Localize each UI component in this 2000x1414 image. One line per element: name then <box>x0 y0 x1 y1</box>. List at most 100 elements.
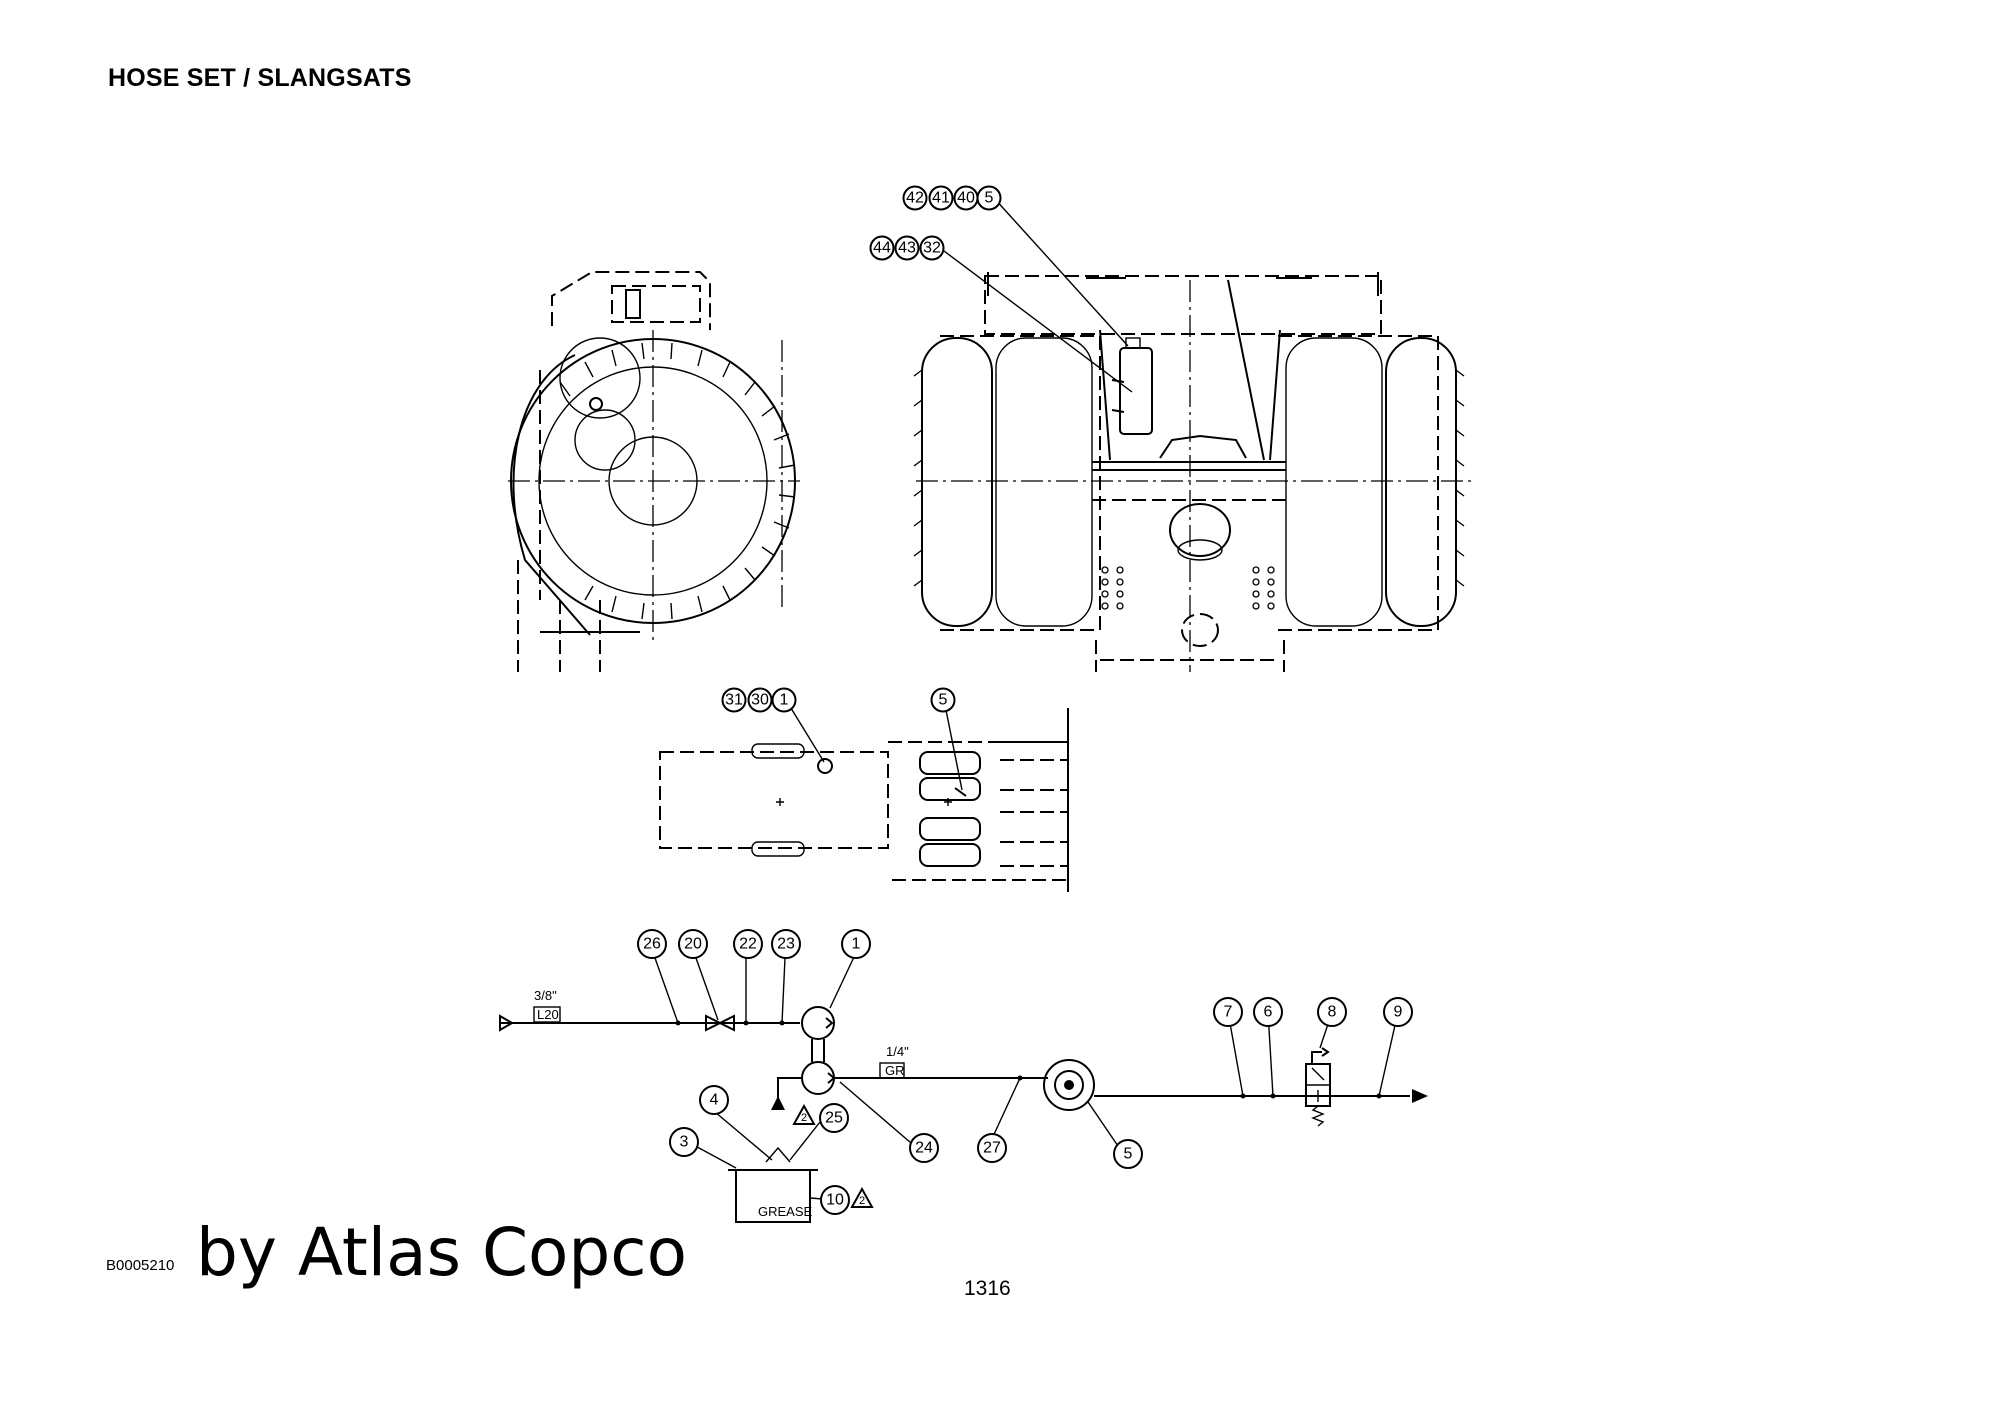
rear-tow-eye <box>1181 613 1219 647</box>
rear-top-beam <box>984 275 1382 335</box>
hose-reel-center <box>1064 1080 1074 1090</box>
control-valve-spring <box>1311 1105 1325 1127</box>
svg-text:30: 30 <box>751 692 769 709</box>
callout-22: 22 <box>733 929 763 959</box>
callout-31: 31 <box>721 687 747 713</box>
watermark-text: by Atlas Copco <box>196 1214 687 1291</box>
side-hose-reel-box <box>611 285 701 323</box>
rear-tread-marks <box>913 369 1465 587</box>
callout-30: 30 <box>747 687 773 713</box>
side-centerlines <box>508 330 800 640</box>
side-reel-bracket <box>625 289 641 319</box>
grease-tank <box>735 1170 811 1223</box>
side-drum-upper <box>559 337 641 419</box>
svg-text:6: 6 <box>1264 1004 1273 1021</box>
rear-hose-reel <box>1119 347 1153 435</box>
rear-view <box>913 272 1474 672</box>
top-boom-sections <box>994 741 1068 867</box>
top-wheel-fl1 <box>919 751 981 775</box>
callout-43: 43 <box>894 235 920 261</box>
top-wheel-fr2 <box>919 843 981 867</box>
svg-text:44: 44 <box>873 240 891 257</box>
hose-reel-inner <box>1054 1070 1084 1100</box>
callout-9: 9 <box>1383 997 1413 1027</box>
shutoff-valve <box>705 1014 735 1032</box>
hydraulic-schematic: 3/8" L20 1/4" GR <box>499 988 1428 1223</box>
top-wheel-fr1 <box>919 817 981 841</box>
pump-lower <box>801 1061 835 1095</box>
rear-tire-right-outer <box>1385 337 1457 627</box>
svg-text:8: 8 <box>1328 1004 1337 1021</box>
svg-text:31: 31 <box>725 692 743 709</box>
grease-tank-label: GREASE <box>758 1204 813 1219</box>
inlet-pipe-code: L20 <box>537 1007 559 1022</box>
rear-callouts: 42 41 40 5 44 43 32 <box>869 185 1133 393</box>
rear-right-fender <box>1278 335 1439 631</box>
side-view <box>508 271 800 672</box>
svg-text:5: 5 <box>939 692 948 709</box>
callout-23: 23 <box>771 929 801 959</box>
warning-triangle-10: 2 <box>850 1186 874 1208</box>
rear-chassis-bottom <box>1095 640 1285 672</box>
callout-42: 42 <box>902 185 928 211</box>
side-boom-arc <box>512 354 591 636</box>
rear-centerlines <box>916 280 1474 672</box>
svg-text:2: 2 <box>859 1195 865 1207</box>
svg-text:5: 5 <box>985 190 994 207</box>
outlet-code-box <box>879 1062 905 1079</box>
grease-intake <box>765 1146 791 1163</box>
svg-text:43: 43 <box>898 240 916 257</box>
leader-top-a <box>785 699 825 763</box>
svg-text:40: 40 <box>957 190 975 207</box>
callout-41: 41 <box>928 185 954 211</box>
callout-20: 20 <box>678 929 708 959</box>
svg-text:5: 5 <box>1124 1146 1133 1163</box>
outlet-pipe-size: 1/4" <box>886 1044 909 1059</box>
callout-5-rear: 5 <box>976 185 1002 211</box>
side-frame-top <box>551 271 711 330</box>
callout-7: 7 <box>1213 997 1243 1027</box>
callout-5-top: 5 <box>930 687 956 713</box>
leader-rear-a <box>993 197 1129 347</box>
suction-arrow <box>771 1096 785 1110</box>
callout-26: 26 <box>637 929 667 959</box>
svg-text:3: 3 <box>680 1134 689 1151</box>
rear-bolt-pattern <box>1101 566 1275 610</box>
svg-text:24: 24 <box>915 1140 933 1157</box>
callout-5-schematic: 5 <box>1113 1139 1143 1169</box>
callout-1-top: 1 <box>771 687 797 713</box>
leader-top-b <box>943 699 963 791</box>
pump-upper-arrow <box>825 1017 834 1029</box>
top-wheel-rl <box>751 743 805 759</box>
rear-left-fender <box>940 335 1101 631</box>
rear-tire-right-inner <box>1285 337 1383 627</box>
callout-3: 3 <box>669 1127 699 1157</box>
top-body-rear <box>659 751 889 849</box>
svg-text:42: 42 <box>906 190 924 207</box>
rear-center-joint <box>1177 539 1223 561</box>
hose-reel-outer <box>1043 1059 1095 1111</box>
rear-frame-struts <box>1099 279 1281 461</box>
side-pivot <box>589 397 603 411</box>
inlet-pipe-size: 3/8" <box>534 988 557 1003</box>
inlet-code-box <box>533 1006 561 1023</box>
top-wheel-fl2 <box>919 777 981 801</box>
svg-text:20: 20 <box>684 936 702 953</box>
svg-text:7: 7 <box>1224 1004 1233 1021</box>
pump-upper <box>801 1006 835 1040</box>
page-title: HOSE SET / SLANGSATS <box>108 64 412 92</box>
callout-24: 24 <box>909 1133 939 1163</box>
leader-rear-b <box>939 247 1133 393</box>
callout-1-schematic: 1 <box>841 929 871 959</box>
page-number: 1316 <box>964 1277 1011 1300</box>
top-wheel-rr <box>751 841 805 857</box>
rear-diff-housing <box>1159 434 1247 459</box>
svg-text:1: 1 <box>852 936 861 953</box>
warning-triangle-25: 2 <box>792 1103 816 1125</box>
callout-32: 32 <box>919 235 945 261</box>
document-code: B0005210 <box>106 1257 175 1274</box>
svg-text:26: 26 <box>643 936 661 953</box>
rear-chassis-lines <box>1092 499 1286 661</box>
